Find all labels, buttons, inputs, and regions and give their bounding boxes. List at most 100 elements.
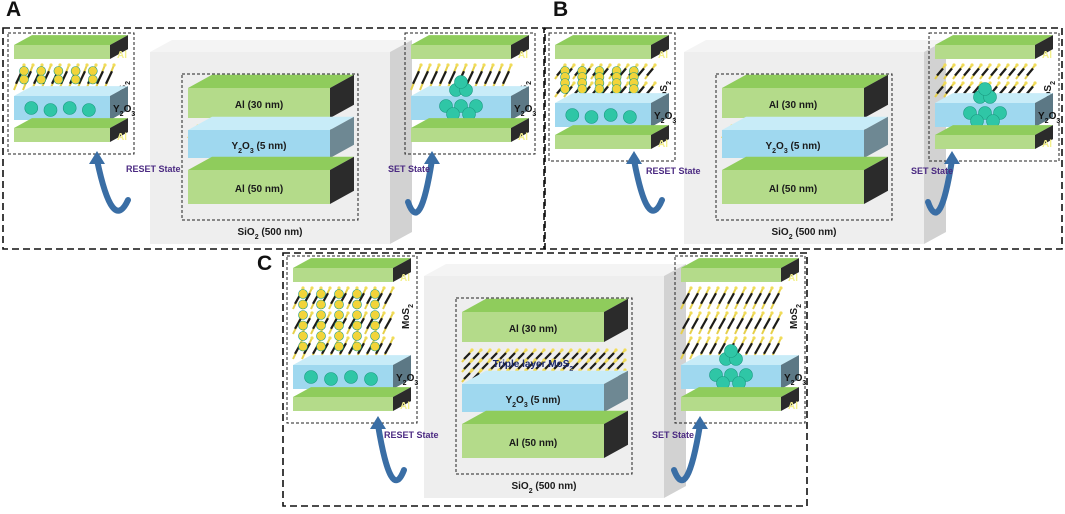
reset-inset-vacancy (364, 372, 378, 386)
reset-inset-border (7, 32, 135, 155)
reset-inset-mos2-atom (382, 311, 386, 315)
reset-inset-y2o3-side (651, 93, 669, 127)
reset-inset-ion (316, 341, 326, 352)
reset-inset-mos2-chain (619, 67, 627, 77)
reset-inset-mos2-chain (366, 317, 374, 330)
set-inset-mos2-chain (430, 70, 438, 85)
reset-inset-ion (298, 331, 308, 341)
set-inset-mos2-atom (743, 336, 747, 340)
center-device-al50-front (188, 170, 330, 204)
set-inset-al-top-top (681, 258, 799, 268)
set-inset-al-bottom-side (781, 387, 799, 411)
set-inset-mos2-chain (475, 70, 483, 85)
reset-inset-ion (298, 310, 308, 320)
set-inset-al-top (411, 35, 529, 59)
center-device-mos2-chain (499, 352, 507, 360)
center-device-al50-label: Al (50 nm) (235, 184, 283, 195)
set-inset-mos2-chain (990, 67, 998, 77)
reset-inset-mos2-chain (384, 317, 392, 330)
set-inset-mos2-chain (502, 70, 510, 85)
set-inset-mos2-atom (770, 286, 774, 290)
set-inset-al-bottom-side (511, 118, 529, 142)
set-state-label: SET State (652, 430, 694, 440)
reset-inset-al-bottom-front (555, 135, 651, 149)
reset-inset-ion (53, 66, 64, 76)
set-inset-mos2-chain (754, 342, 762, 355)
center-device-al50-top (722, 156, 888, 170)
center-device-mos2-atom (479, 358, 483, 362)
center-device-mos2-atom (497, 358, 501, 362)
reset-inset-al-top-side (110, 35, 128, 59)
reset-inset-mos2-atom (364, 286, 368, 290)
set-inset-mos2-chain (691, 292, 699, 305)
set-inset-mos2-atom (1024, 81, 1028, 85)
center-device-mos2-atom (596, 348, 600, 352)
reset-inset-mos2-chain (384, 292, 392, 305)
reset-inset-ion (334, 331, 344, 341)
reset-arrow-shaft (375, 422, 407, 484)
center-device-mos2-chain (607, 362, 615, 370)
center-device-y2o3-top (188, 116, 354, 130)
reset-inset-ion (628, 84, 639, 94)
reset-inset-ion (19, 66, 29, 76)
center-device-al30-top (462, 298, 628, 312)
reset-inset-mos2-atom (310, 336, 314, 340)
set-inset-mos2-atom (761, 336, 765, 340)
set-inset-mos2-atom (761, 311, 765, 315)
set-inset-y2o3-label: Y2O3 (784, 373, 806, 387)
set-inset-al-top-side (781, 258, 799, 282)
reset-inset-mos2-atom (58, 63, 62, 67)
reset-inset-ion (316, 310, 326, 320)
center-device-y2o3-front (722, 130, 864, 158)
reset-inset-ion (334, 310, 344, 320)
set-inset-filament (454, 75, 468, 89)
reset-inset-al-top-label: Al (400, 273, 410, 284)
center-device-mos2-atom (560, 358, 564, 362)
set-inset-mos2-chain (700, 342, 708, 355)
reset-inset-ion (370, 331, 380, 341)
center-device-mos2-atom (479, 348, 483, 352)
set-inset-mos2-chain (963, 67, 971, 77)
reset-inset-al-top-side (393, 258, 411, 282)
reset-inset-mos2-atom (319, 286, 323, 290)
set-inset-mos2-chain (981, 67, 989, 77)
set-inset-mos2 (680, 286, 783, 310)
center-device-y2o3 (188, 116, 354, 158)
reset-inset-ion (370, 289, 380, 299)
reset-inset-mos2-atom (382, 286, 386, 290)
reset-inset-mos2-atom (328, 336, 332, 340)
center-device-mos2-chain (490, 352, 498, 360)
center-device-mos2-atom (605, 348, 609, 352)
reset-inset-vacancy (565, 108, 580, 122)
set-inset-mos2-chain (763, 342, 771, 355)
reset-inset-al-top (555, 35, 669, 59)
reset-inset-mos2-chain (601, 85, 609, 95)
center-device-al30 (722, 74, 888, 118)
reset-arrow-head (89, 151, 105, 164)
center-device-mos2-atom (488, 358, 492, 362)
reset-inset-ion (334, 299, 344, 310)
reset-inset-ion (611, 84, 622, 94)
reset-inset-ion (370, 299, 380, 310)
reset-inset-al-top-top (555, 35, 669, 45)
reset-inset-ion (560, 84, 570, 94)
center-device-mos2-chain (490, 362, 498, 370)
reset-inset-al-top (14, 35, 128, 59)
center-device-mos2-atom (551, 348, 555, 352)
set-inset-mos2-atom (500, 63, 504, 67)
set-state-label: SET State (388, 164, 430, 174)
center-device-mos2-atom (623, 358, 627, 362)
reset-inset-y2o3-label: Y2O3 (113, 104, 135, 118)
reset-arrow-shaft (631, 157, 665, 214)
set-inset-mos2-atom (698, 336, 702, 340)
set-inset-mos2-chain (412, 70, 420, 85)
center-device-mos2-chain (562, 352, 570, 360)
set-inset-mos2-atom (970, 63, 974, 67)
set-inset-mos2-chain (745, 342, 753, 355)
reset-inset-vacancy (62, 101, 77, 115)
set-inset-mos2-chain (954, 67, 962, 77)
reset-inset-mos2-atom (626, 81, 630, 85)
reset-inset-mos2-atom (617, 63, 621, 67)
reset-inset-ion (70, 66, 81, 76)
